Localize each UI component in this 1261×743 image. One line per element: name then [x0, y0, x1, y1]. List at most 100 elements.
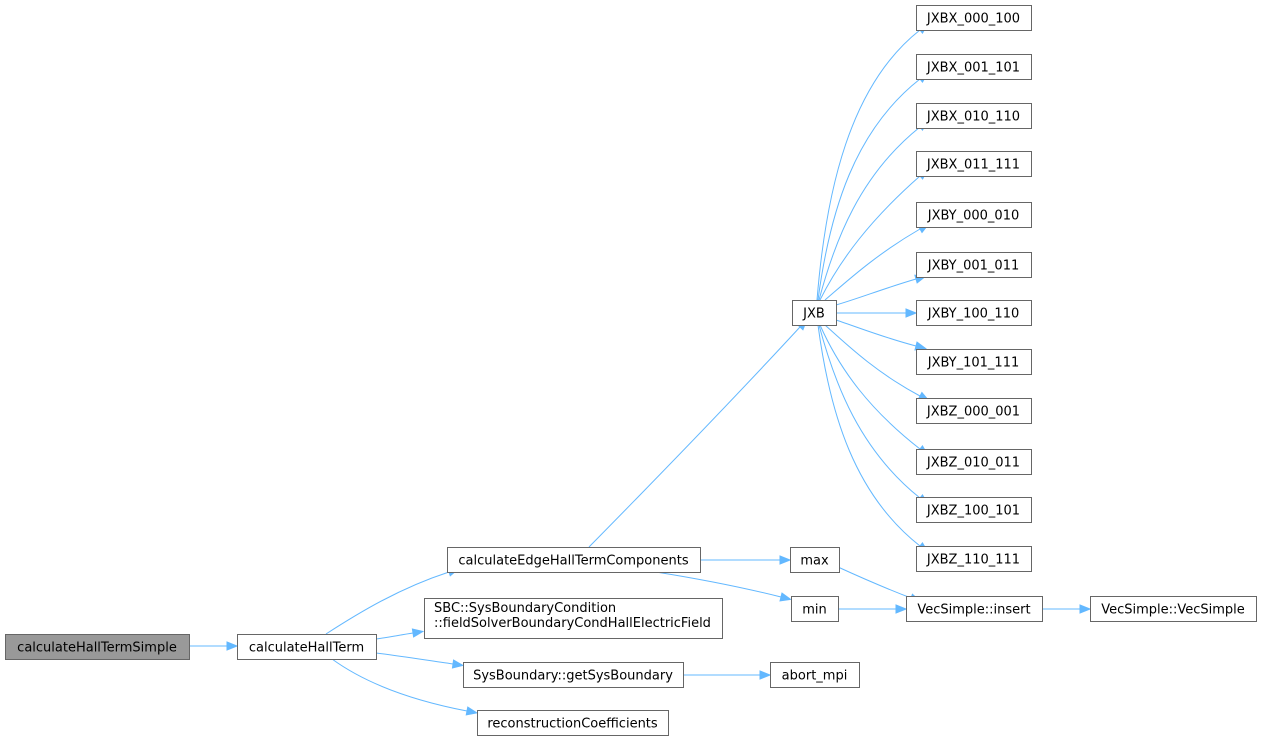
node-label: calculateHallTermSimple [17, 641, 177, 656]
node-box[interactable] [792, 300, 837, 326]
node-label: JXBY_100_110 [927, 307, 1020, 322]
node-box[interactable] [916, 449, 1032, 475]
node-calculateHallTermSimple[interactable]: calculateHallTermSimple [5, 634, 190, 660]
edge-min-to-insert [838, 604, 908, 614]
node-JXBY_100_110[interactable]: JXBY_100_110 [916, 300, 1032, 326]
node-box[interactable] [916, 349, 1032, 375]
node-label: JXBZ_010_011 [926, 456, 1020, 471]
arrowhead-icon [411, 628, 425, 638]
edge-JXB-to-JXBY_100_110 [836, 308, 918, 318]
node-label: JXBY_101_111 [927, 356, 1020, 371]
edge-JXB-to-JXBX_001_101 [817, 71, 929, 301]
node-box[interactable] [916, 151, 1032, 177]
node-box[interactable] [916, 202, 1032, 228]
node-box[interactable] [237, 634, 377, 660]
node-box[interactable] [916, 398, 1032, 424]
node-VecSimple[interactable]: VecSimple::VecSimple [1090, 596, 1257, 622]
node-label: JXBX_010_110 [926, 110, 1020, 125]
edge-line [375, 652, 454, 665]
node-JXBZ_010_011[interactable]: JXBZ_010_011 [916, 449, 1032, 475]
edge-line [816, 29, 921, 301]
edge-JXB-to-JXBX_000_100 [816, 22, 929, 301]
node-box[interactable] [916, 252, 1032, 278]
edge-line [817, 324, 921, 547]
node-box[interactable] [424, 598, 723, 639]
node-label: SysBoundary::getSysBoundary [473, 669, 673, 684]
node-box[interactable] [916, 497, 1032, 523]
node-JXBZ_100_101[interactable]: JXBZ_100_101 [916, 497, 1032, 523]
node-abort_mpi[interactable]: abort_mpi [770, 662, 860, 688]
node-JXBZ_000_001[interactable]: JXBZ_000_001 [916, 398, 1032, 424]
node-box[interactable] [916, 546, 1032, 572]
node-label: calculateHallTerm [249, 641, 364, 656]
arrowhead-icon [465, 706, 479, 716]
node-box[interactable] [916, 103, 1032, 129]
edge-line [331, 658, 468, 712]
node-calculateEdgeHallTermComponents[interactable]: calculateEdgeHallTermComponents [447, 547, 701, 573]
edge-line [835, 319, 917, 347]
node-max[interactable]: max [790, 547, 840, 573]
edge-line [375, 632, 414, 640]
edge-calculateHallTermSimple-to-calculateHallTerm [189, 641, 239, 651]
edge-insert-to-VecSimple [1042, 604, 1092, 614]
node-box[interactable] [463, 662, 684, 688]
node-box[interactable] [770, 662, 860, 688]
node-label: VecSimple::insert [917, 603, 1030, 618]
node-fieldSolverBoundaryCondHallElectricField[interactable]: SBC::SysBoundaryCondition::fieldSolverBo… [424, 598, 723, 639]
node-JXB[interactable]: JXB [792, 300, 837, 326]
node-box[interactable] [906, 596, 1043, 622]
node-box[interactable] [1090, 596, 1257, 622]
arrowhead-icon [779, 555, 792, 565]
arrowhead-icon [779, 592, 793, 602]
node-label: max [800, 554, 829, 569]
node-min[interactable]: min [791, 596, 839, 622]
node-box[interactable] [5, 634, 190, 660]
edge-line [824, 228, 921, 301]
node-JXBX_001_101[interactable]: JXBX_001_101 [916, 54, 1032, 80]
node-label: JXBX_011_111 [926, 158, 1020, 173]
node-box[interactable] [916, 54, 1032, 80]
edge-calculateEdgeHallTermComponents-to-min [655, 571, 793, 602]
node-label: JXB [802, 307, 825, 322]
node-insert[interactable]: VecSimple::insert [906, 596, 1043, 622]
edge-getSysBoundary-to-abort_mpi [683, 670, 772, 680]
node-label: JXBY_001_011 [927, 259, 1020, 274]
edge-line [818, 324, 921, 499]
node-box[interactable] [791, 596, 839, 622]
edge-calculateEdgeHallTermComponents-to-JXB [588, 318, 808, 548]
node-label: SBC::SysBoundaryCondition [434, 601, 616, 616]
edge-line [819, 175, 921, 301]
node-getSysBoundary[interactable]: SysBoundary::getSysBoundary [463, 662, 684, 688]
node-JXBY_101_111[interactable]: JXBY_101_111 [916, 349, 1032, 375]
edge-line [824, 324, 921, 397]
node-label: VecSimple::VecSimple [1101, 603, 1245, 618]
node-JXBY_000_010[interactable]: JXBY_000_010 [916, 202, 1032, 228]
node-JXBY_001_011[interactable]: JXBY_001_011 [916, 252, 1032, 278]
node-box[interactable] [447, 547, 701, 573]
node-JXBX_010_110[interactable]: JXBX_010_110 [916, 103, 1032, 129]
arrowhead-icon [895, 604, 908, 614]
arrowhead-icon [451, 659, 465, 669]
node-reconstructionCoefficients[interactable]: reconstructionCoefficients [477, 710, 669, 736]
arrowhead-icon [759, 670, 772, 680]
node-JXBX_011_111[interactable]: JXBX_011_111 [916, 151, 1032, 177]
edge-line [325, 571, 450, 635]
node-label: min [802, 603, 827, 618]
edge-line [817, 78, 921, 301]
node-box[interactable] [916, 5, 1032, 31]
node-JXBX_000_100[interactable]: JXBX_000_100 [916, 5, 1032, 31]
edge-line [819, 324, 921, 450]
node-label: ::fieldSolverBoundaryCondHallElectricFie… [434, 616, 711, 631]
node-box[interactable] [477, 710, 669, 736]
node-label: JXBZ_000_001 [926, 405, 1020, 420]
arrowhead-icon [914, 341, 927, 351]
node-JXBZ_110_111[interactable]: JXBZ_110_111 [916, 546, 1032, 572]
node-box[interactable] [916, 300, 1032, 326]
node-label: JXBX_001_101 [926, 61, 1020, 76]
node-box[interactable] [790, 547, 840, 573]
edge-line [818, 126, 921, 301]
node-calculateHallTerm[interactable]: calculateHallTerm [237, 634, 377, 660]
edge-calculateHallTerm-to-reconstructionCoefficients [331, 658, 479, 716]
edge-line [588, 326, 801, 548]
